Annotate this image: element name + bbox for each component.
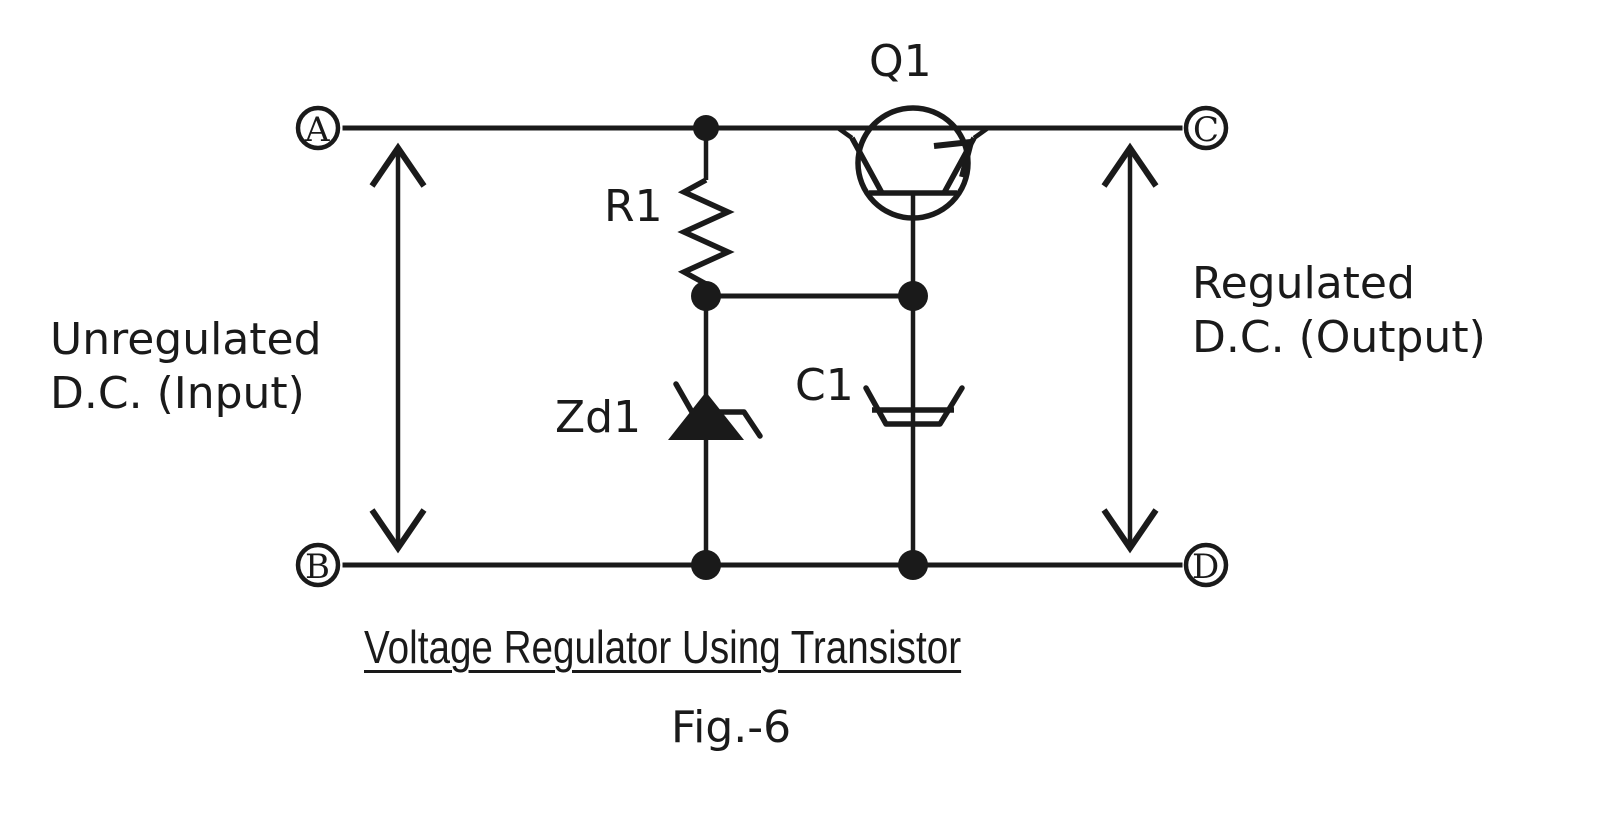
input-voltage-arrow <box>369 142 427 554</box>
terminal-a-label: A <box>305 110 330 150</box>
r1-resistor-body <box>677 177 735 287</box>
terminal-d-label: D <box>1192 547 1220 587</box>
terminal-a-circle <box>295 105 341 151</box>
c1-capacitor <box>863 385 965 427</box>
figure-caption: Fig.-6 <box>671 702 792 753</box>
junction-dot-bottom-left <box>691 550 721 580</box>
terminal-d-circle <box>1183 542 1229 588</box>
junction-dot-mid-left <box>691 281 721 311</box>
output-label-line2: D.C. (Output) <box>1192 312 1486 363</box>
terminal-b-label: B <box>305 547 330 587</box>
input-label-line1: Unregulated <box>50 314 322 365</box>
output-voltage-arrow <box>1101 142 1159 554</box>
output-label-line1: Regulated <box>1192 258 1415 309</box>
q1-label: Q1 <box>869 36 932 87</box>
terminal-c-circle <box>1183 105 1229 151</box>
terminal-c-label: C <box>1193 110 1220 150</box>
zd1-label: Zd1 <box>555 392 642 443</box>
q1-transistor <box>703 105 1183 296</box>
zd1-zener-diode <box>668 381 763 440</box>
junction-dot-bottom-right <box>898 550 928 580</box>
junction-dot-mid-right <box>898 281 928 311</box>
c1-label: C1 <box>795 360 854 411</box>
terminal-b-circle <box>295 542 341 588</box>
r1-label: R1 <box>604 181 663 232</box>
figure-title: Voltage Regulator Using Transistor <box>364 621 962 673</box>
input-label-line2: D.C. (Input) <box>50 368 305 419</box>
junction-dot-top-r1 <box>693 115 719 141</box>
